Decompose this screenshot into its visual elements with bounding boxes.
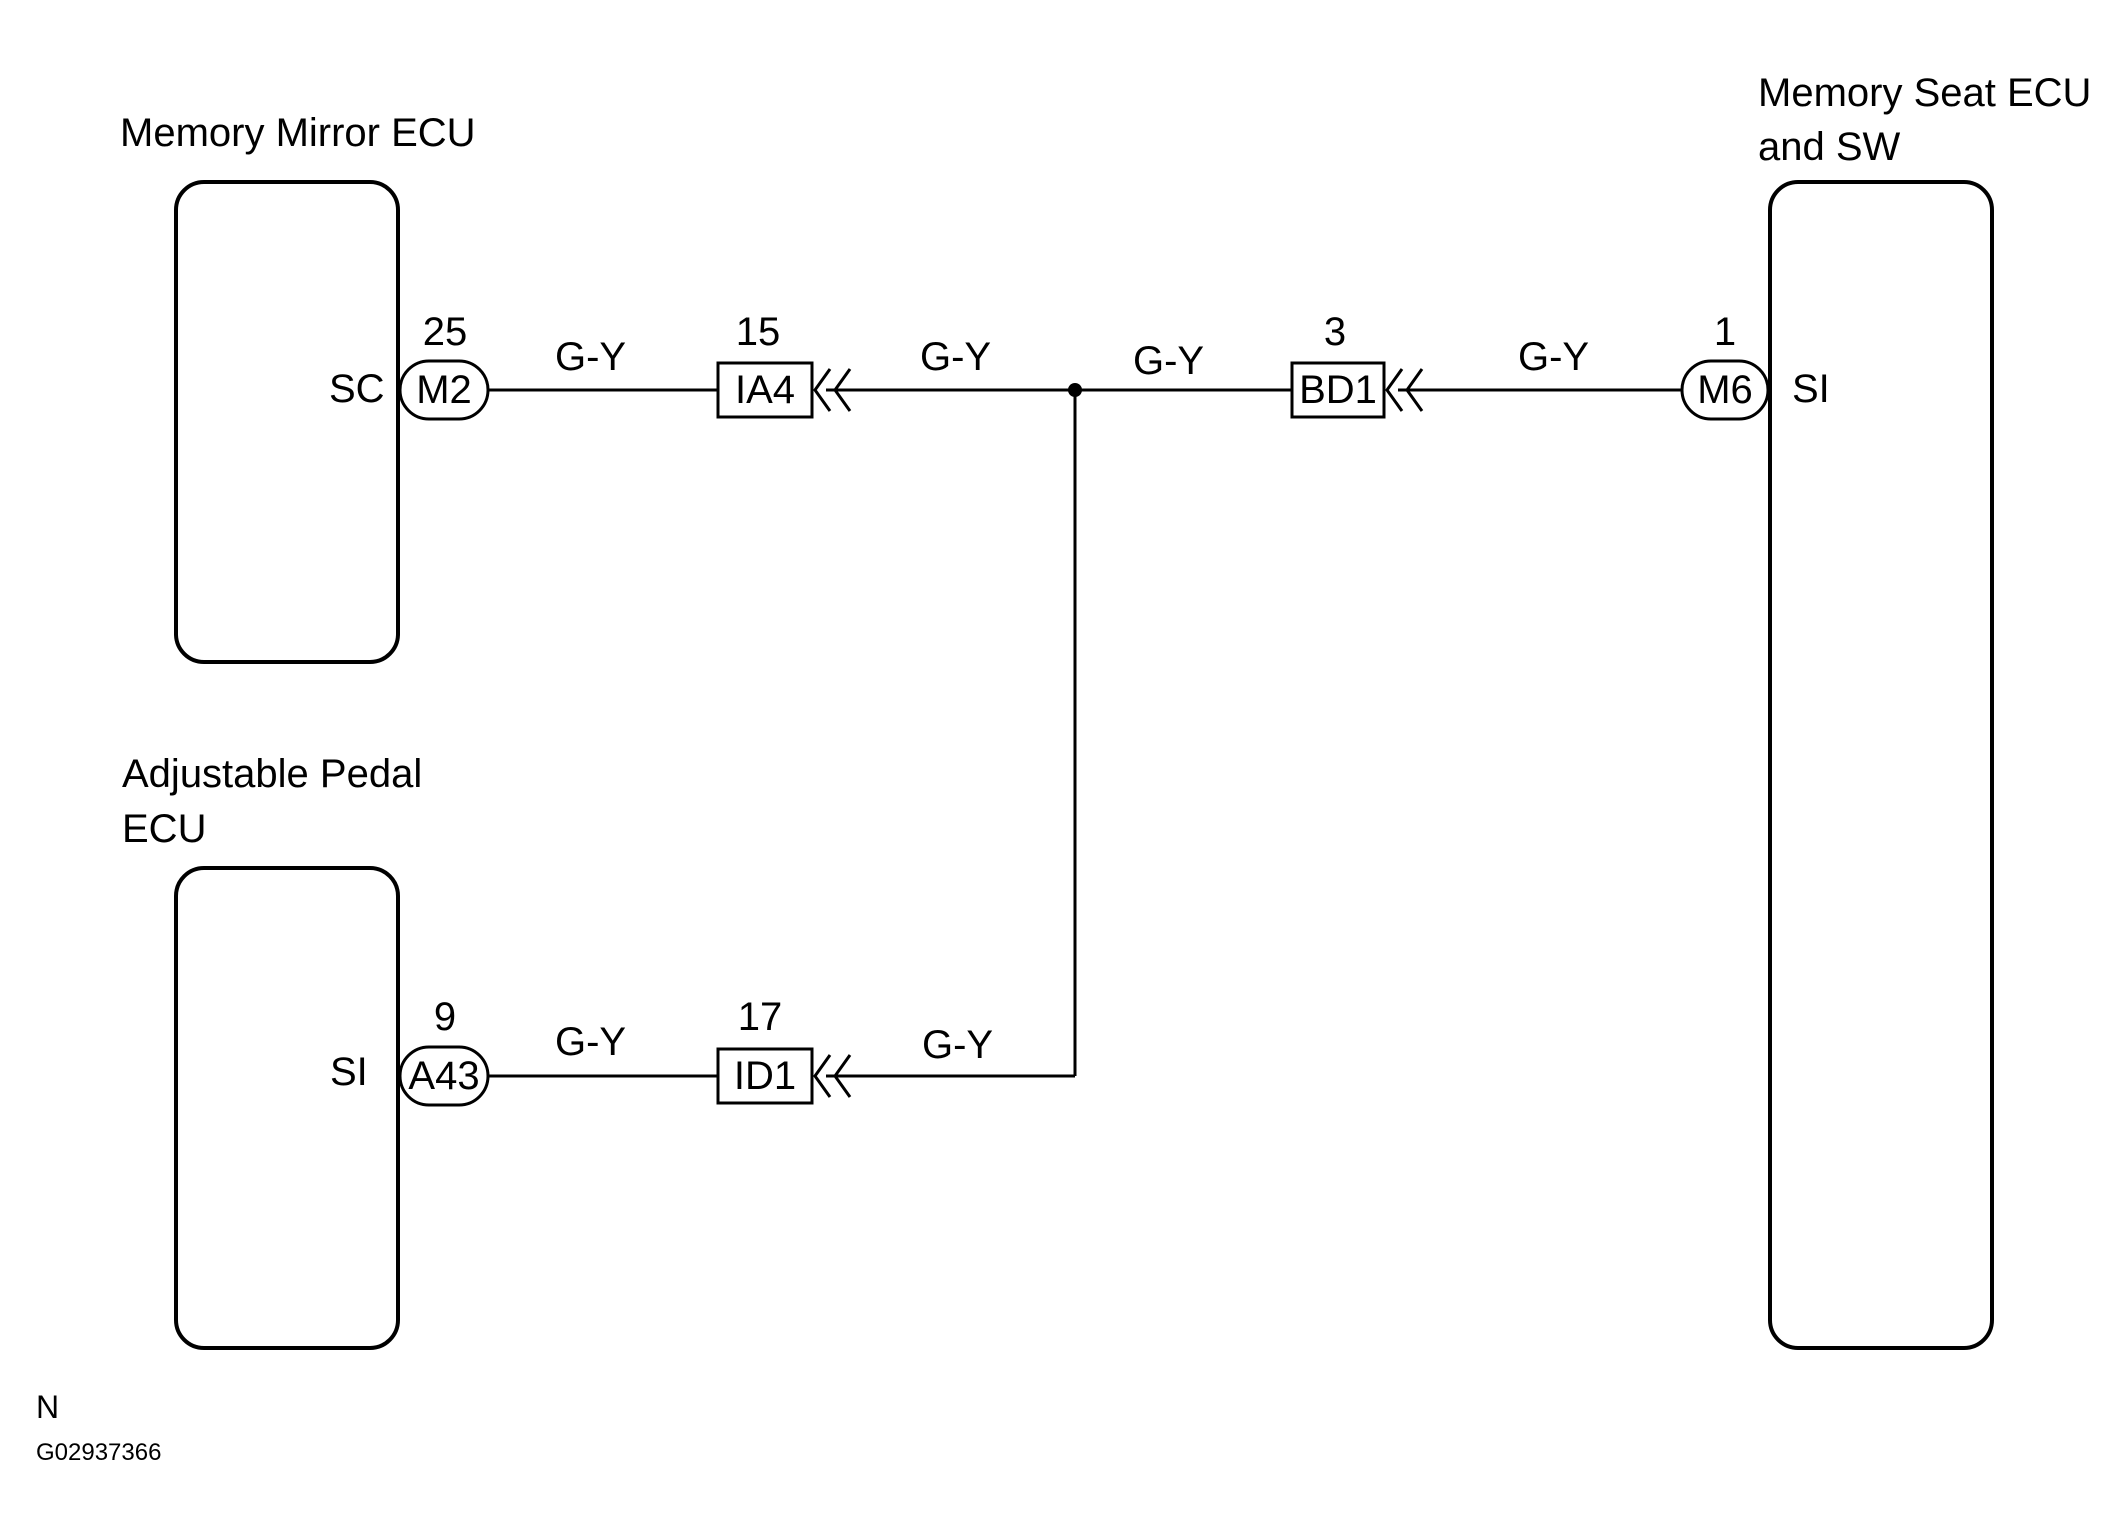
bd1-chevrons (1385, 368, 1424, 412)
connector-ia4-pin: 15 (736, 310, 781, 354)
wire-color-label: G-Y (922, 1023, 993, 1067)
connector-m2-name: M2 (416, 368, 472, 412)
region-code: N (36, 1389, 59, 1425)
connector-id1 (716, 1047, 814, 1105)
connector-m6 (1680, 359, 1770, 421)
wire-color-label: G-Y (1133, 339, 1204, 383)
connector-bd1-name: BD1 (1299, 368, 1377, 412)
splice-point (1068, 383, 1082, 397)
adjustable-pedal-ecu-box (174, 866, 400, 1350)
connector-bd1-pin: 3 (1324, 310, 1346, 354)
wire-color-label: G-Y (555, 335, 626, 379)
wire-color-label: G-Y (920, 335, 991, 379)
connector-m2-pin: 25 (423, 310, 468, 354)
memory-mirror-sc-pin-label: SC (329, 367, 385, 411)
adjustable-pedal-ecu-title-line1: Adjustable Pedal (122, 752, 422, 796)
connector-id1-pin: 17 (738, 995, 783, 1039)
id1-chevrons (813, 1054, 852, 1098)
connector-bd1 (1290, 361, 1386, 419)
connector-a43-pin: 9 (434, 995, 456, 1039)
memory-mirror-ecu-box (174, 180, 400, 664)
figure-id: G02937366 (36, 1439, 161, 1466)
memory-seat-ecu-title-line2: and SW (1758, 125, 1901, 169)
memory-mirror-ecu-title: Memory Mirror ECU (120, 111, 476, 155)
adjustable-pedal-ecu-title-line2: ECU (122, 807, 206, 851)
ia4-chevrons (813, 368, 852, 412)
wire-color-label: G-Y (555, 1020, 626, 1064)
memory-seat-si-pin-label: SI (1792, 367, 1830, 411)
connector-ia4 (716, 361, 814, 419)
connector-id1-name: ID1 (734, 1054, 796, 1098)
connector-a43 (398, 1045, 490, 1107)
connector-m6-pin: 1 (1714, 310, 1736, 354)
connector-m2 (398, 359, 490, 421)
memory-seat-ecu-title-line1: Memory Seat ECU (1758, 71, 2091, 115)
connector-ia4-name: IA4 (735, 368, 795, 412)
connector-a43-name: A43 (408, 1054, 479, 1098)
connector-m6-name: M6 (1697, 368, 1753, 412)
wire-color-label: G-Y (1518, 335, 1589, 379)
adjustable-pedal-si-pin-label: SI (330, 1050, 368, 1094)
memory-seat-ecu-box (1768, 180, 1994, 1350)
